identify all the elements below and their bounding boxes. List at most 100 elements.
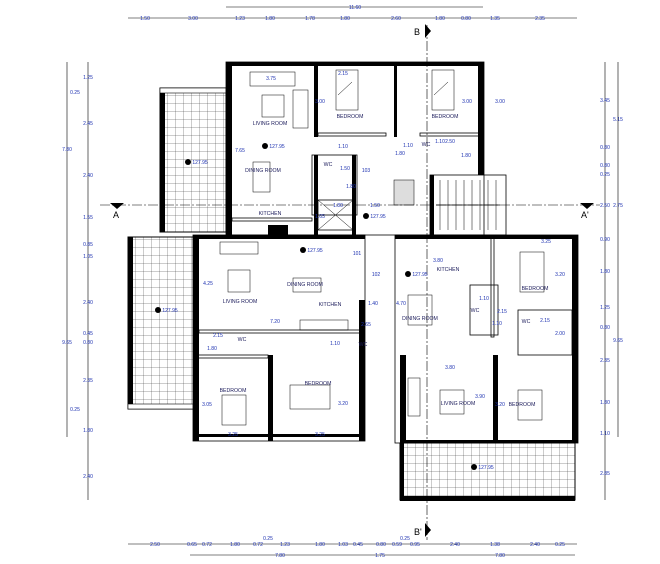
dimension-label: 1.23: [235, 16, 245, 22]
level-marker-icon: [471, 464, 477, 470]
room-dimension-label: 3.20: [338, 401, 348, 407]
dimension-label: 0.90: [600, 237, 610, 243]
room-dimension-label: 2.15: [338, 71, 348, 77]
dimension-label: 11.60: [349, 5, 361, 11]
level-marker-icon: [262, 143, 268, 149]
dimension-label: 2.45: [83, 121, 93, 127]
dimension-label: 0.72: [253, 542, 263, 548]
dimension-label: 5.15: [613, 117, 623, 123]
room-label-right-wc2: WC: [522, 319, 531, 325]
balcony-left: [127, 236, 195, 410]
room-dimension-label: 2.00: [555, 331, 565, 337]
level-label: 127.95: [192, 160, 208, 166]
dimension-label: 1.35: [490, 16, 500, 22]
room-label-top-living: LIVING ROOM: [253, 121, 288, 127]
room-dimension-label: 3.00: [315, 99, 325, 105]
room-dimension-label: 3.90: [475, 394, 485, 400]
room-dimension-label: 103: [362, 168, 371, 174]
level-marker-icon: [405, 271, 411, 277]
dimension-label: 1.78: [305, 16, 315, 22]
room-label-top-dining: DINING ROOM: [245, 168, 281, 174]
dimension-label: 0.25: [400, 536, 410, 542]
room-dimension-label: 1.80: [461, 153, 471, 159]
unit-top: [225, 61, 507, 236]
dimension-label: 2.40: [530, 542, 540, 548]
room-label-top-wc2: WC: [422, 142, 431, 148]
dimension-label: 1.55: [83, 215, 93, 221]
room-label-left-kitchen: KITCHEN: [319, 302, 342, 308]
dimension-label: 1.80: [340, 16, 350, 22]
room-dimension-label: 1.80: [207, 346, 217, 352]
room-dimension-label: 3.00: [462, 99, 472, 105]
level-label: 127.95: [412, 272, 428, 278]
room-label-left-bedroom2: BEDROOM: [305, 381, 332, 387]
room-dimension-label: 3.80: [445, 365, 455, 371]
room-dimension-label: 1.10: [330, 341, 340, 347]
dimension-label: 1.05: [83, 254, 93, 260]
dimension-label: 0.25: [600, 172, 610, 178]
dimension-label: 0.95: [410, 542, 420, 548]
room-dimension-label: 2.15: [540, 318, 550, 324]
dimension-label: 9.65: [62, 340, 72, 346]
dimension-label: 7.80: [62, 147, 72, 153]
room-dimension-label: 1.80: [395, 151, 405, 157]
dimension-label: 3.45: [600, 98, 610, 104]
dimension-label: 0.80: [600, 163, 610, 169]
room-dimension-label: 3.25: [541, 239, 551, 245]
room-labels: LIVING ROOM DINING ROOM KITCHEN BEDROOM BEDR…: [155, 71, 565, 471]
room-dimension-label: 3.75: [266, 76, 276, 82]
dimension-label: 1.38: [490, 542, 500, 548]
room-dimension-label: 1.10: [492, 321, 502, 327]
room-dimension-label: 3.20: [555, 272, 565, 278]
room-label-top-bedroom2: BEDROOM: [432, 114, 459, 120]
room-dimension-label: 3.25: [315, 432, 325, 438]
dimension-label: 2.85: [600, 471, 610, 477]
balcony-top-left: [159, 87, 227, 233]
room-label-left-wc1: WC: [238, 337, 247, 343]
room-dimension-label: 1.80: [333, 203, 343, 209]
dimension-label: 2.35: [83, 378, 93, 384]
room-label-right-dining: DINING ROOM: [402, 316, 438, 322]
dimension-label: 0.25: [555, 542, 565, 548]
room-dimension-label: 2.15: [497, 309, 507, 315]
room-dimension-label: 2.65: [361, 322, 371, 328]
room-label-right-bedroom2: BEDROOM: [509, 402, 536, 408]
dimension-label: 1.80: [83, 428, 93, 434]
level-marker-icon: [155, 307, 161, 313]
dimension-label: 2.35: [535, 16, 545, 22]
dimension-label: 0.72: [202, 542, 212, 548]
room-dimension-label: 3.05: [202, 402, 212, 408]
section-marker-a-prime: A': [581, 210, 589, 220]
room-dimension-label: 101: [353, 251, 362, 257]
room-dimension-label: 1.40: [368, 301, 378, 307]
room-label-top-kitchen: KITCHEN: [259, 211, 282, 217]
dimension-label: 1.23: [280, 542, 290, 548]
room-dimension-label: 1.10: [479, 296, 489, 302]
room-dimension-label: 1.10: [403, 143, 413, 149]
room-dimension-label: 4.70: [396, 301, 406, 307]
dimension-label: 0.80: [376, 542, 386, 548]
room-dimension-label: 2.15: [213, 333, 223, 339]
dimension-label: 2.50: [150, 542, 160, 548]
level-label: 127.95: [307, 248, 323, 254]
unit-right: [394, 234, 579, 444]
room-label-left-dining: DINING ROOM: [287, 282, 323, 288]
balcony-bottom-right: [399, 442, 576, 501]
dimension-label: 3.00: [188, 16, 198, 22]
room-label-top-bedroom1: BEDROOM: [337, 114, 364, 120]
dimension-label: 2.75: [613, 203, 623, 209]
dimension-label: 0.25: [70, 407, 80, 413]
level-label: 127.95: [269, 144, 285, 150]
dimension-label: 1.03: [338, 542, 348, 548]
section-line-a: A A': [100, 203, 600, 220]
room-dimension-label: 1.80: [346, 184, 356, 190]
section-marker-b: B: [414, 27, 420, 37]
dimension-label: 0.45: [353, 542, 363, 548]
room-label-right-living: LIVING ROOM: [441, 401, 476, 407]
room-dimension-label: 7.65: [235, 148, 245, 154]
level-marker-icon: [363, 213, 369, 219]
dimension-label: 1.75: [375, 553, 385, 559]
room-dimension-label: 3.25: [228, 432, 238, 438]
